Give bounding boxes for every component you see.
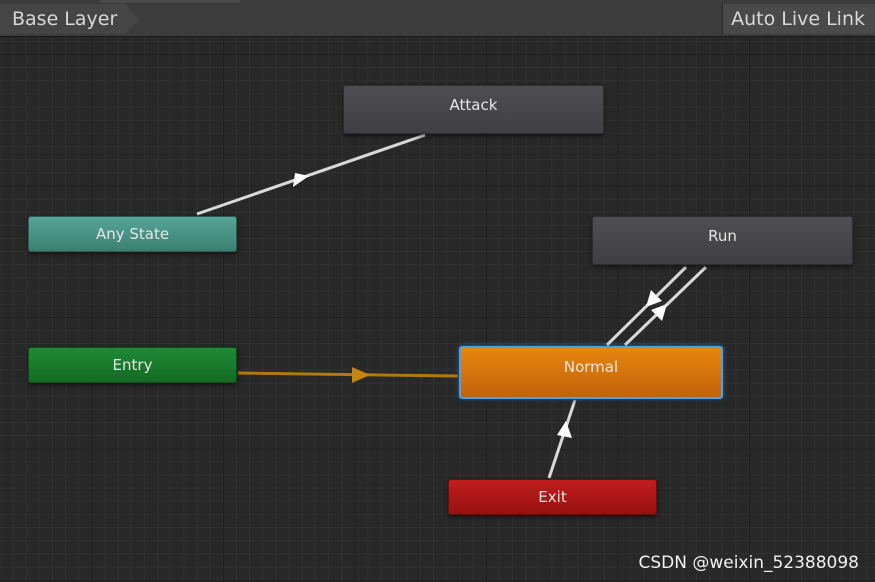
state-any-state[interactable]: Any State: [28, 216, 237, 252]
transition-any-to-attack[interactable]: [196, 133, 426, 216]
auto-live-link-button[interactable]: Auto Live Link: [722, 4, 875, 34]
layer-breadcrumb[interactable]: Base Layer: [0, 4, 139, 34]
state-entry[interactable]: Entry: [28, 347, 237, 383]
state-entry-label: Entry: [112, 356, 153, 374]
watermark-text: CSDN @weixin_52388098: [638, 553, 859, 573]
state-normal[interactable]: Normal: [459, 346, 723, 399]
transition-run-to-normal[interactable]: [605, 265, 688, 347]
state-run[interactable]: Run: [592, 216, 853, 265]
state-run-label: Run: [708, 227, 737, 245]
state-normal-label: Normal: [563, 358, 619, 376]
graph-toolbar: Base Layer Auto Live Link: [0, 0, 875, 37]
transition-normal-to-exit[interactable]: [547, 399, 577, 479]
transition-normal-to-run[interactable]: [623, 265, 708, 347]
toolbar-tab-strip: [100, 0, 240, 3]
state-exit[interactable]: Exit: [448, 479, 657, 515]
state-attack[interactable]: Attack: [343, 85, 604, 134]
state-exit-label: Exit: [538, 488, 567, 506]
transition-entry-to-normal[interactable]: [237, 367, 459, 383]
state-attack-label: Attack: [449, 96, 498, 114]
state-any-state-label: Any State: [95, 225, 170, 243]
